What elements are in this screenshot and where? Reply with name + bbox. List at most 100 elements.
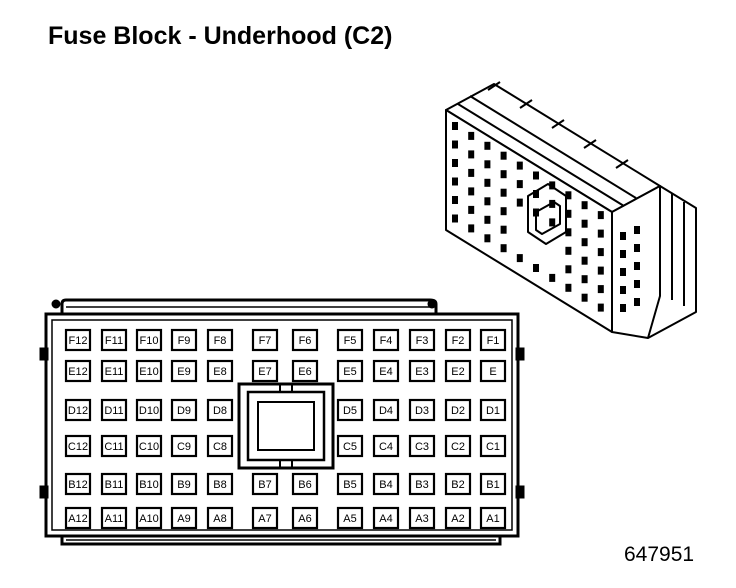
cavity-d10: D10 [135,398,163,422]
cavity-d12: D12 [64,398,92,422]
cavity-box [408,359,436,383]
cavity-box [64,434,92,458]
cavity-label: D12 [68,405,88,417]
cavity-box [100,506,128,530]
cavity-label: C1 [486,441,500,453]
cavity-label: F2 [452,335,465,347]
cavity-label: B10 [139,479,159,491]
iso-hole [597,211,604,220]
iso-hole [597,229,604,238]
cavity-label: C3 [415,441,429,453]
cavity-label: A8 [213,513,226,525]
cavity-label: B8 [213,479,226,491]
cavity-box [206,434,234,458]
cavity-e9: E9 [170,359,198,383]
cavity-label: C12 [68,441,88,453]
cavity-box [170,398,198,422]
iso-hole [549,218,556,227]
cavity-f3: F3 [408,328,436,352]
iso-hole [620,232,626,240]
cavity-box [64,398,92,422]
cavity-label: A10 [139,513,159,525]
cavity-b5: B5 [336,472,364,496]
cavity-box [408,472,436,496]
cavity-e: E [479,359,507,383]
cavity-box [100,434,128,458]
cavity-a11: A11 [100,506,128,530]
cavity-box [479,434,507,458]
cavity-f1: F1 [479,328,507,352]
cavity-f5: F5 [336,328,364,352]
cavity-box [336,359,364,383]
cavity-box [336,328,364,352]
iso-hole [634,298,640,306]
iso-hole [581,201,588,210]
cavity-label: F12 [69,335,88,347]
cavity-label: B7 [258,479,271,491]
cavity-box [479,359,507,383]
iso-hole [634,262,640,270]
cavity-box [336,398,364,422]
cavity-label: B9 [177,479,190,491]
iso-hole [516,198,523,207]
cavity-b7: B7 [251,472,279,496]
cavity-e11: E11 [100,359,128,383]
cavity-b6: B6 [291,472,319,496]
cavity-box [372,359,400,383]
cavity-label: F8 [214,335,227,347]
cavity-label: C9 [177,441,191,453]
cavity-a6: A6 [291,506,319,530]
iso-hole [500,225,507,234]
iso-hole [634,226,640,234]
cavity-box [251,328,279,352]
cavity-a9: A9 [170,506,198,530]
iso-hole [452,159,458,167]
cavity-box [170,359,198,383]
iso-hole [565,265,572,274]
cavity-box [444,398,472,422]
cavity-label: A5 [343,513,356,525]
iso-hole [620,286,626,294]
cavity-label: C5 [343,441,357,453]
cavity-d5: D5 [336,398,364,422]
cavity-b10: B10 [135,472,163,496]
cavity-a12: A12 [64,506,92,530]
iso-hole [533,264,539,272]
cavity-label: D9 [177,405,191,417]
cavity-c2: C2 [444,434,472,458]
iso-hole [565,246,572,255]
iso-hole [452,177,458,186]
cavity-box [336,434,364,458]
cavity-label: E3 [415,366,428,378]
iso-hole [549,199,556,208]
cavity-a4: A4 [372,506,400,530]
iso-hole [484,215,491,224]
iso-hole [597,266,604,275]
iso-hole [468,224,475,233]
diagram-title: Fuse Block - Underhood (C2) [48,22,393,50]
cavity-c1: C1 [479,434,507,458]
cavity-f9: F9 [170,328,198,352]
iso-hole [620,268,626,276]
iso-hole [549,181,556,190]
cavity-box [444,328,472,352]
cavity-box [206,398,234,422]
iso-hole [565,283,572,292]
cavity-label: C2 [451,441,465,453]
cavity-label: B4 [379,479,392,491]
iso-hole [500,188,507,197]
cavity-a8: A8 [206,506,234,530]
cavity-label: A9 [177,513,190,525]
cavity-box [170,506,198,530]
cavity-label: A4 [379,513,392,525]
cavity-c4: C4 [372,434,400,458]
iso-hole [484,234,491,243]
cavity-f11: F11 [100,328,128,352]
cavity-box [135,328,163,352]
cavity-label: B3 [415,479,428,491]
iso-hole [634,280,640,288]
cavity-label: F10 [140,335,159,347]
cavity-c5: C5 [336,434,364,458]
cavity-label: E7 [258,366,271,378]
cavity-label: F1 [487,335,500,347]
